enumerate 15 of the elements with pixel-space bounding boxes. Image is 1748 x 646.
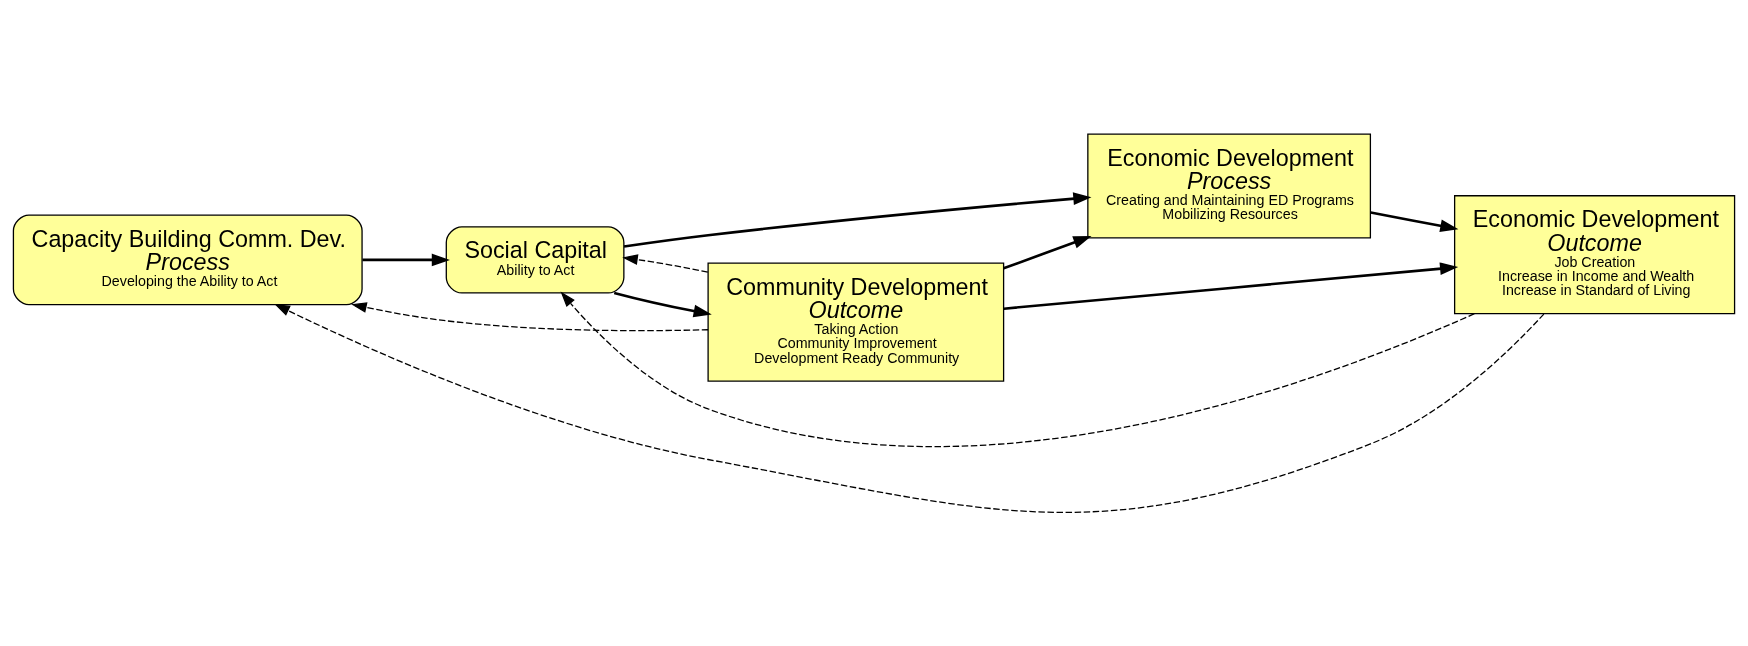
arrow [1003,235,1092,270]
node-box: Capacity Building Comm. Dev. Process Developing the Ability to Act [12,214,363,305]
arrow [351,301,709,331]
arrow [613,291,712,317]
node-box: Economic Development Outcome Job Creation Increase in Income and Wealth Increase in Standard of Living [1454,194,1736,314]
node-box: Community Development Outcome Taking Action Community Improvement Development Ready Community [707,262,1005,382]
arrow [274,303,1545,513]
arrow [1370,210,1459,232]
arrow [362,253,450,266]
arrow [560,291,1476,447]
arrow [622,253,709,273]
arrow [1003,261,1459,310]
arrow [623,191,1092,248]
node-box: Social Capital Ability to Act [445,225,625,294]
node-box: Economic Development Process Creating and Maintaining ED Programs Mobilizing Resources [1087,133,1372,238]
